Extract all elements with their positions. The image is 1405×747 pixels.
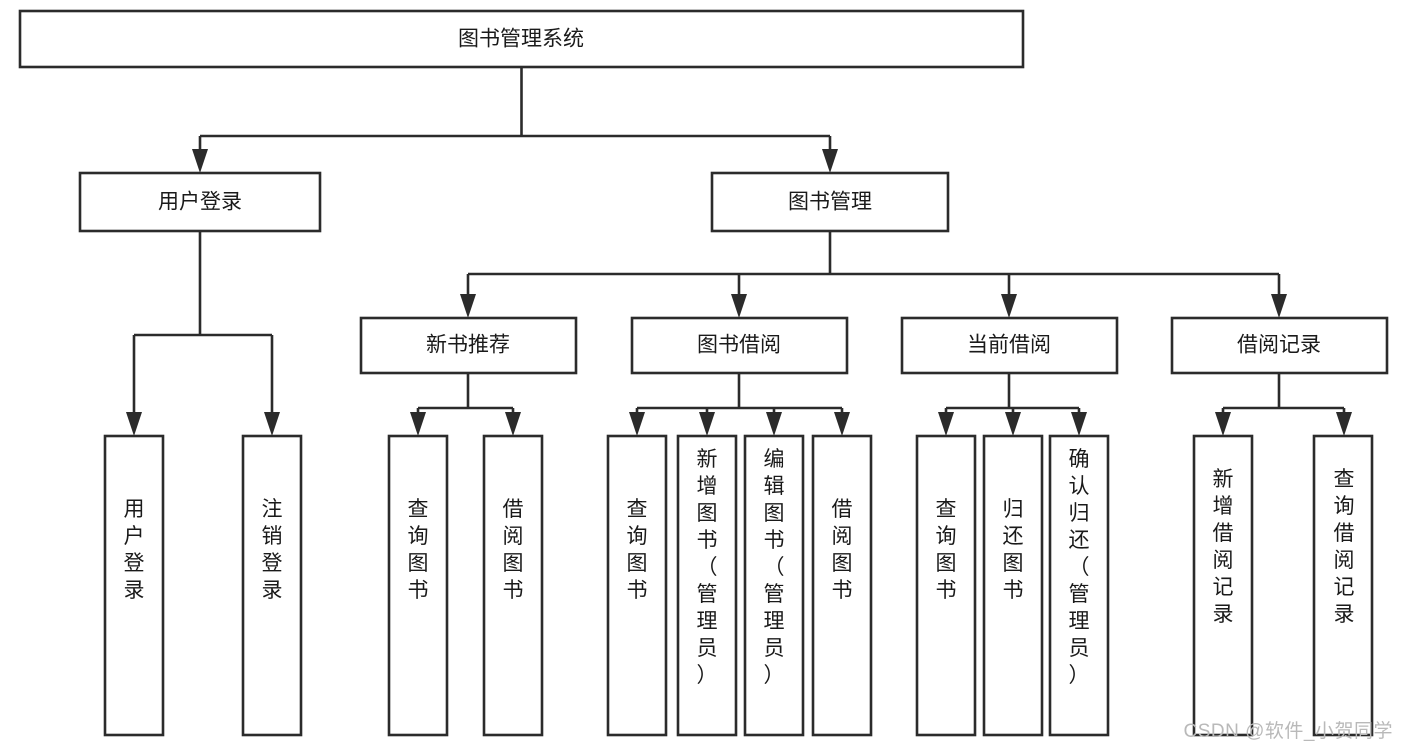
node-leaf-query-book-1-label: 查询图书 xyxy=(408,498,429,602)
arrowhead-borrow-book-1 xyxy=(505,412,521,436)
node-leaf-add-book-box[interactable] xyxy=(676,434,738,737)
node-leaf-confirm-return-box[interactable] xyxy=(1048,434,1110,737)
node-leaf-return-book-box[interactable] xyxy=(982,434,1044,737)
connector-group-book-manage xyxy=(460,231,1287,318)
node-leaf-query-book-2[interactable]: 查询图书 xyxy=(606,434,668,737)
node-current-borrow[interactable]: 当前借阅 xyxy=(900,316,1119,375)
arrowhead-add-book xyxy=(699,412,715,436)
node-book-manage[interactable]: 图书管理 xyxy=(710,171,950,233)
node-borrow-record[interactable]: 借阅记录 xyxy=(1170,316,1389,375)
arrowhead-return-book xyxy=(1005,412,1021,436)
node-leaf-add-book-label: 新增图书（管理员） xyxy=(697,448,718,687)
node-leaf-add-book[interactable]: 新增图书（管理员） xyxy=(676,434,738,737)
node-leaf-borrow-book-2-label: 借阅图书 xyxy=(832,498,853,602)
node-leaf-query-book-2-label: 查询图书 xyxy=(627,498,648,602)
connector-group-borrow-record xyxy=(1215,373,1352,436)
node-book-borrow-label: 图书借阅 xyxy=(697,334,781,357)
node-leaf-query-record-box[interactable] xyxy=(1312,434,1374,737)
node-leaf-add-record-label: 新增借阅记录 xyxy=(1213,468,1234,626)
node-book-manage-box[interactable] xyxy=(710,171,950,233)
arrowhead-current-borrow xyxy=(1001,294,1017,318)
node-leaf-borrow-book-2[interactable]: 借阅图书 xyxy=(811,434,873,737)
node-leaf-borrow-book-1[interactable]: 借阅图书 xyxy=(482,434,544,737)
node-leaf-borrow-book-1-label: 借阅图书 xyxy=(503,498,524,602)
node-leaf-query-book-3-box[interactable] xyxy=(915,434,977,737)
connector-group-current-borrow xyxy=(938,373,1087,436)
node-book-manage-label: 图书管理 xyxy=(788,191,872,214)
node-leaf-edit-book[interactable]: 编辑图书（管理员） xyxy=(743,434,805,737)
node-leaf-query-book-1[interactable]: 查询图书 xyxy=(387,434,449,737)
arrowhead-user-login xyxy=(192,149,208,173)
arrowhead-edit-book xyxy=(766,412,782,436)
arrowhead-query-record xyxy=(1336,412,1352,436)
connector-group-book-borrow xyxy=(629,373,850,436)
arrowhead-login xyxy=(126,412,142,436)
node-leaf-logout-label: 注销登录 xyxy=(262,498,283,602)
connector-group-user-login xyxy=(126,231,280,436)
node-leaf-login-box[interactable] xyxy=(103,434,165,737)
node-root-box[interactable] xyxy=(18,9,1025,69)
node-leaf-query-record[interactable]: 查询借阅记录 xyxy=(1312,434,1374,737)
node-leaf-borrow-book-1-box[interactable] xyxy=(482,434,544,737)
node-leaf-borrow-book-2-box[interactable] xyxy=(811,434,873,737)
arrowhead-book-borrow xyxy=(731,294,747,318)
node-user-login[interactable]: 用户登录 xyxy=(78,171,322,233)
csdn-watermark: CSDN @软件_小贺同学 xyxy=(1183,721,1393,742)
node-leaf-return-book[interactable]: 归还图书 xyxy=(982,434,1044,737)
connector-group-new-book-rec xyxy=(410,373,521,436)
node-leaf-login-label: 用户登录 xyxy=(124,498,145,602)
node-leaf-query-book-1-box[interactable] xyxy=(387,434,449,737)
arrowhead-query-book-2 xyxy=(629,412,645,436)
node-root-label: 图书管理系统 xyxy=(458,28,584,51)
node-leaf-query-record-label: 查询借阅记录 xyxy=(1334,468,1355,626)
node-new-book-rec-label: 新书推荐 xyxy=(426,334,510,357)
arrowhead-borrow-book-2 xyxy=(834,412,850,436)
node-current-borrow-box[interactable] xyxy=(900,316,1119,375)
arrowhead-confirm-return xyxy=(1071,412,1087,436)
node-leaf-query-book-3-label: 查询图书 xyxy=(936,498,957,602)
node-leaf-confirm-return[interactable]: 确认归还（管理员） xyxy=(1048,434,1110,737)
node-book-borrow[interactable]: 图书借阅 xyxy=(630,316,849,375)
node-leaf-add-record-box[interactable] xyxy=(1192,434,1254,737)
arrowhead-new-book-rec xyxy=(460,294,476,318)
node-leaf-confirm-return-label: 确认归还（管理员） xyxy=(1069,448,1090,687)
node-leaf-edit-book-label: 编辑图书（管理员） xyxy=(764,448,785,687)
node-new-book-rec-box[interactable] xyxy=(359,316,578,375)
node-leaf-logout-box[interactable] xyxy=(241,434,303,737)
node-root[interactable]: 图书管理系统 xyxy=(18,9,1025,69)
node-leaf-edit-book-box[interactable] xyxy=(743,434,805,737)
node-user-login-box[interactable] xyxy=(78,171,322,233)
node-borrow-record-label: 借阅记录 xyxy=(1237,334,1321,357)
connector-group-root xyxy=(192,67,838,173)
node-leaf-add-record[interactable]: 新增借阅记录 xyxy=(1192,434,1254,737)
node-leaf-query-book-3[interactable]: 查询图书 xyxy=(915,434,977,737)
arrowhead-add-record xyxy=(1215,412,1231,436)
node-new-book-rec[interactable]: 新书推荐 xyxy=(359,316,578,375)
arrowhead-book-manage xyxy=(822,149,838,173)
node-book-borrow-box[interactable] xyxy=(630,316,849,375)
node-leaf-query-book-2-box[interactable] xyxy=(606,434,668,737)
node-leaf-login[interactable]: 用户登录 xyxy=(103,434,165,737)
node-leaf-logout[interactable]: 注销登录 xyxy=(241,434,303,737)
arrowhead-logout xyxy=(264,412,280,436)
arrowhead-query-book-1 xyxy=(410,412,426,436)
node-borrow-record-box[interactable] xyxy=(1170,316,1389,375)
node-leaf-return-book-label: 归还图书 xyxy=(1003,498,1024,602)
arrowhead-query-book-3 xyxy=(938,412,954,436)
arrowhead-borrow-record xyxy=(1271,294,1287,318)
node-current-borrow-label: 当前借阅 xyxy=(967,334,1051,357)
node-user-login-label: 用户登录 xyxy=(158,191,242,214)
